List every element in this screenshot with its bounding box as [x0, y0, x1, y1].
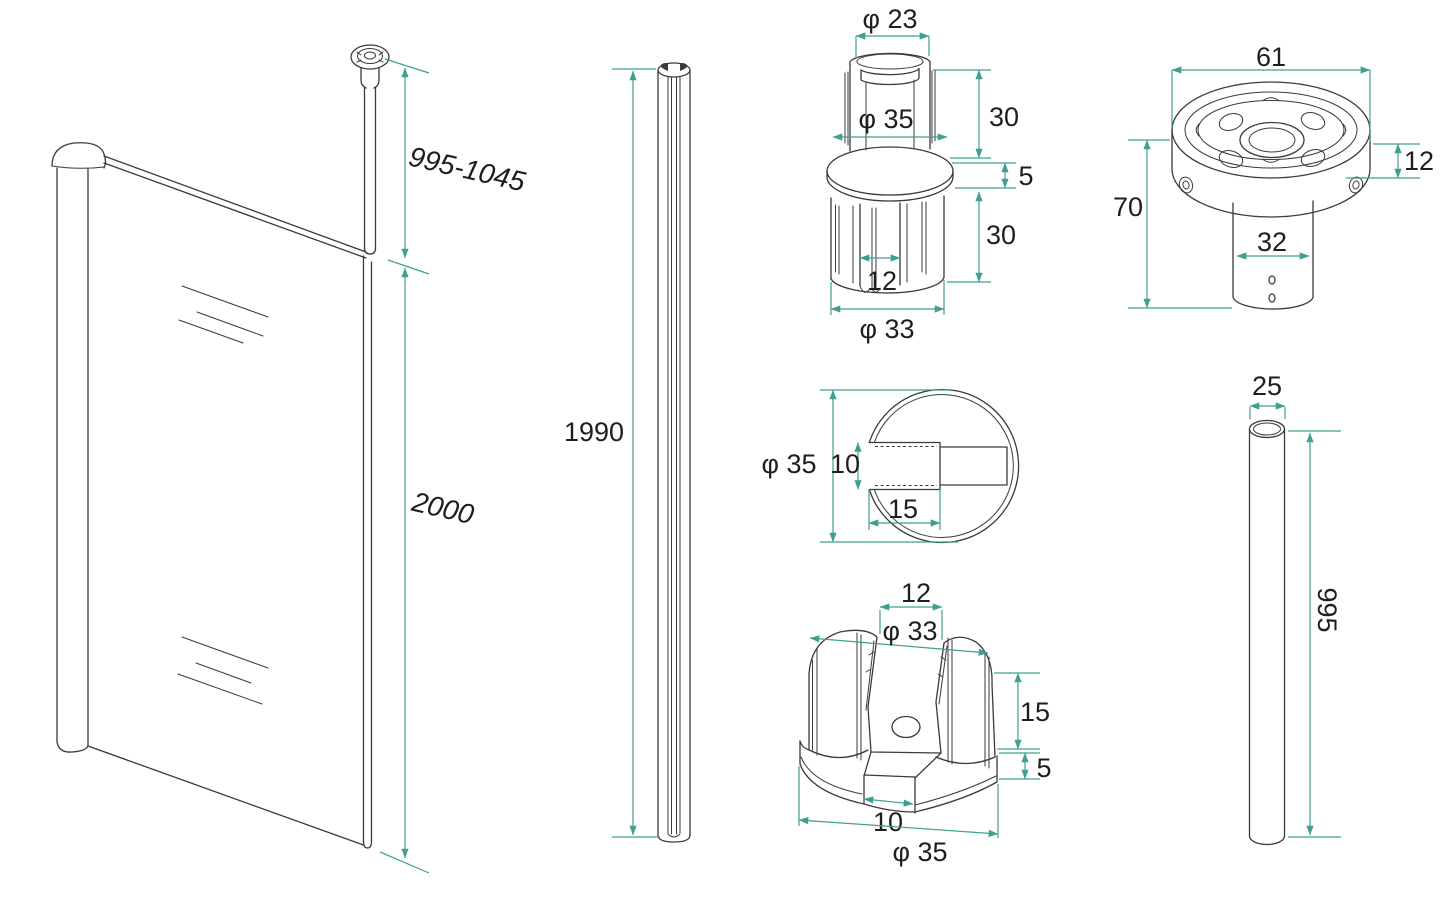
- glass-bottom-edge: [87, 745, 365, 846]
- dim-label-pole-height: 995-1045: [406, 141, 529, 198]
- view-wall-profile: 1990: [564, 62, 691, 843]
- pole-neck: [360, 67, 380, 89]
- view-ceiling-bracket: 61 12 70 32: [1113, 42, 1434, 310]
- view-support-tube: 25 995: [1248, 371, 1342, 846]
- dim-label-clamp-slot-width: 12: [901, 578, 931, 608]
- dim-label-flange-thickness: 5: [1018, 161, 1033, 191]
- glass-top-edge: [103, 155, 367, 259]
- dim-label-block-height: 15: [1020, 697, 1050, 727]
- support-pole: [363, 87, 377, 250]
- dim-label-stem-dia: 32: [1257, 227, 1287, 257]
- ceiling-flange-small: [350, 44, 390, 70]
- view-bottom-connector: 12 φ 33 15 5 10 φ 35: [798, 578, 1052, 867]
- dim-label-slot-depth: 15: [888, 494, 918, 524]
- dim-label-lower-height: 30: [986, 220, 1016, 250]
- view-top-connector: φ 23 φ 35 30 5 30 12 φ 33: [826, 4, 1034, 344]
- dim-label-slot-width: 12: [867, 266, 897, 296]
- dim-label-upper-height: 30: [989, 102, 1019, 132]
- glass-reflection-marks: [177, 285, 269, 705]
- dim-label-total-height: 70: [1113, 192, 1143, 222]
- wall-profile-cap: [51, 142, 107, 169]
- dim-label-flange-dia: 61: [1256, 42, 1286, 72]
- glass-right-edge: [362, 255, 373, 842]
- view-panel-assembly: 995-1045 2000: [51, 44, 529, 874]
- dim-label-notch-width: 10: [873, 807, 903, 837]
- dim-label-profile-height: 1990: [564, 417, 624, 447]
- dim-label-glass-height: 2000: [408, 486, 477, 531]
- dim-label-lower-dia: φ 33: [859, 314, 914, 344]
- dim-label-tube-dia: 25: [1252, 371, 1282, 401]
- dim-label-mid-dia: φ 35: [858, 104, 913, 134]
- dim-label-section-dia: φ 35: [761, 449, 816, 479]
- dim-label-clamp-top-dia: φ 33: [882, 616, 937, 646]
- dim-label-base-thickness: 5: [1036, 753, 1051, 783]
- view-profile-section: φ 35 10 15: [761, 388, 1020, 544]
- dim-label-tube-length: 995: [1312, 587, 1342, 632]
- dim-label-slot-height: 10: [830, 449, 860, 479]
- glass-grip-serrations: [875, 446, 937, 486]
- dim-label-top-dia: φ 23: [862, 4, 917, 34]
- dim-label-rim-height: 12: [1404, 146, 1434, 176]
- dim-label-base-dia: φ 35: [892, 837, 947, 867]
